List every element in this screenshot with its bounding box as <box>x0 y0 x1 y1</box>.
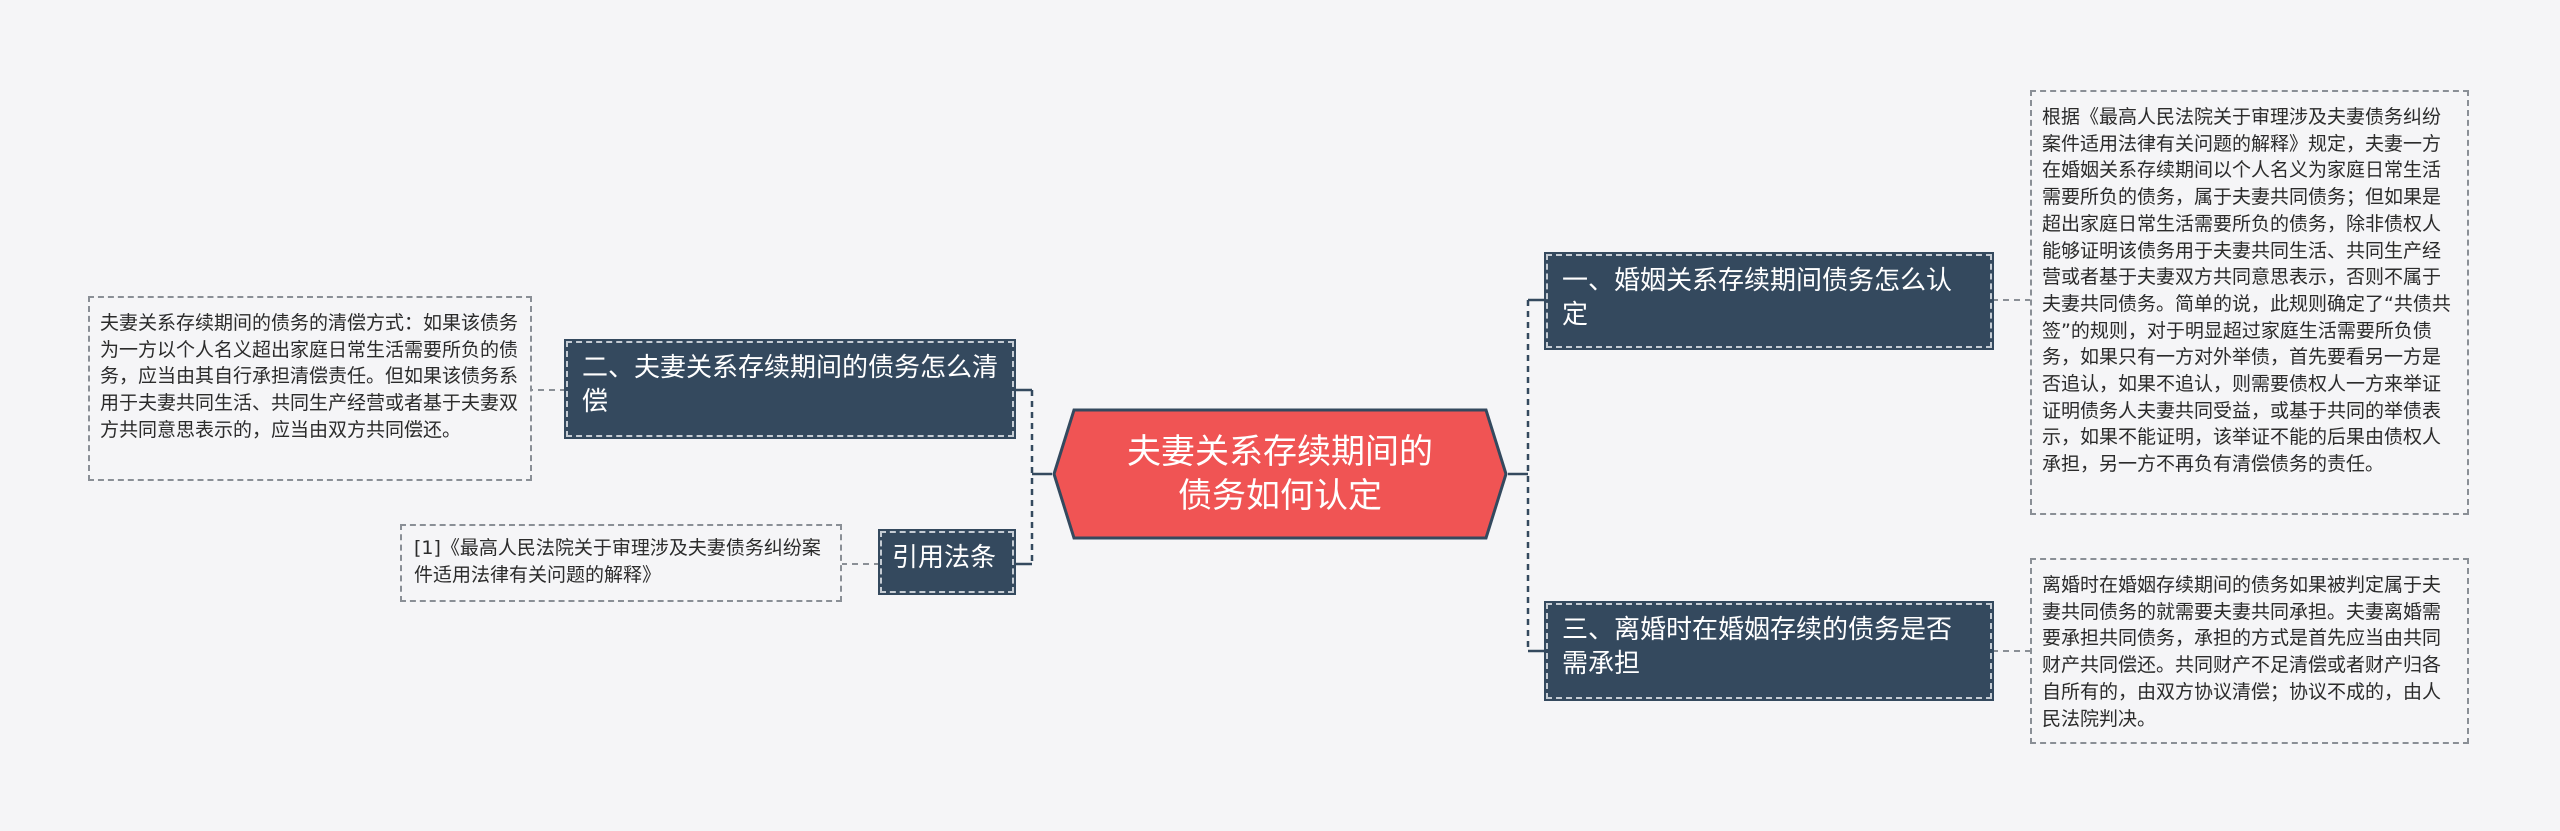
branch-3-detail: 离婚时在婚姻存续期间的债务如果被判定属于夫妻共同债务的就需要夫妻共同承担。夫妻离… <box>2030 558 2469 744</box>
branch-1-detail: 根据《最高人民法院关于审理涉及夫妻债务纠纷案件适用法律有关问题的解释》规定，夫妻… <box>2030 90 2469 515</box>
branch-2-detail-text: 夫妻关系存续期间的债务的清偿方式：如果该债务为一方以个人名义超出家庭日常生活需要… <box>100 312 519 441</box>
branch-4-label: 引用法条 <box>892 543 997 573</box>
root-node[interactable]: 夫妻关系存续期间的债务如何认定 <box>1052 408 1508 540</box>
branch-3-label: 三、离婚时在婚姻存续的债务是否需承担 <box>1562 615 1953 679</box>
branch-3-node[interactable]: 三、离婚时在婚姻存续的债务是否需承担 <box>1544 601 1994 701</box>
branch-2-detail: 夫妻关系存续期间的债务的清偿方式：如果该债务为一方以个人名义超出家庭日常生活需要… <box>88 296 532 481</box>
root-node-shape <box>1052 408 1508 540</box>
branch-2-label: 二、夫妻关系存续期间的债务怎么清偿 <box>582 353 999 417</box>
branch-1-detail-text: 根据《最高人民法院关于审理涉及夫妻债务纠纷案件适用法律有关问题的解释》规定，夫妻… <box>2042 106 2451 476</box>
branch-4-detail: [1]《最高人民法院关于审理涉及夫妻债务纠纷案件适用法律有关问题的解释》 <box>400 524 842 602</box>
branch-3-detail-text: 离婚时在婚姻存续期间的债务如果被判定属于夫妻共同债务的就需要夫妻共同承担。夫妻离… <box>2042 574 2442 730</box>
root-title: 夫妻关系存续期间的债务如何认定 <box>1127 432 1433 516</box>
branch-2-node[interactable]: 二、夫妻关系存续期间的债务怎么清偿 <box>564 339 1016 439</box>
branch-4-detail-text: [1]《最高人民法院关于审理涉及夫妻债务纠纷案件适用法律有关问题的解释》 <box>414 537 821 586</box>
branch-1-node[interactable]: 一、婚姻关系存续期间债务怎么认定 <box>1544 252 1994 350</box>
branch-4-node[interactable]: 引用法条 <box>878 529 1016 595</box>
branch-1-label: 一、婚姻关系存续期间债务怎么认定 <box>1562 266 1953 330</box>
